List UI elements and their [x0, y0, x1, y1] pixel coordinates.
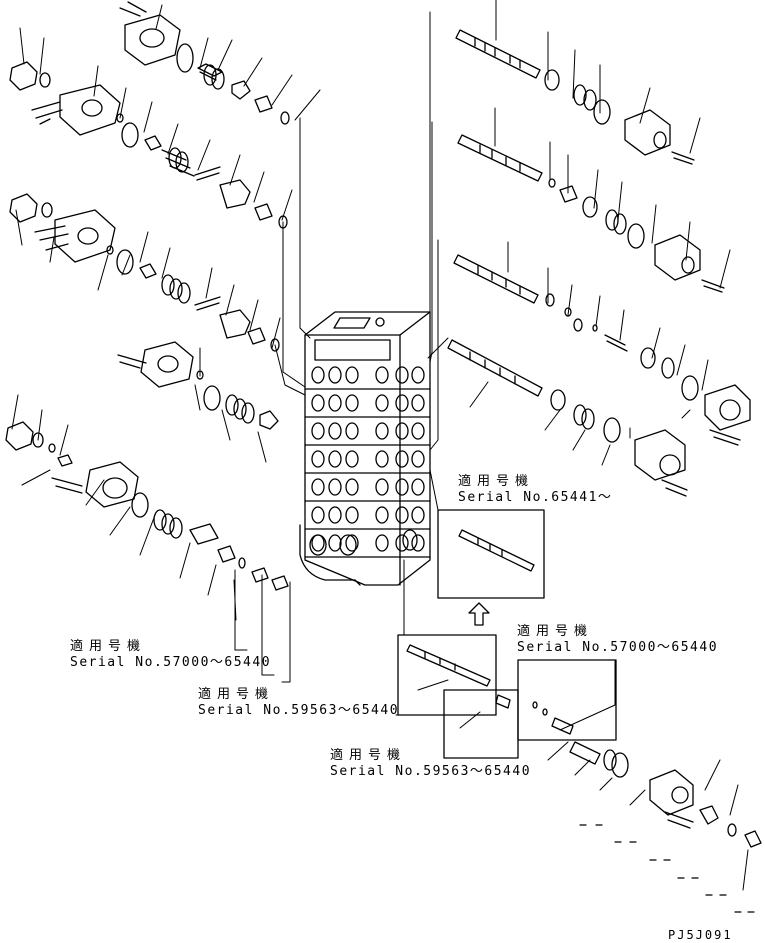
valve-port — [311, 394, 325, 412]
valve-port — [395, 450, 409, 468]
valve-port — [375, 422, 389, 440]
valve-port — [311, 506, 325, 524]
connector-lines — [234, 11, 616, 731]
valve-port — [328, 450, 342, 468]
lower-right-cover-group — [569, 741, 762, 848]
valve-port — [375, 534, 389, 552]
serial-label-57000-right: 適用号機 Serial No.57000〜65440 — [517, 624, 718, 656]
right-spool-group-4 — [447, 339, 751, 497]
serial-label-title: 適用号機 — [198, 687, 275, 702]
inset-box-serial-57000-right — [517, 659, 617, 741]
valve-port — [411, 394, 425, 412]
left-upper-cover-group — [119, 1, 290, 125]
drawing-code: PJ5J091 — [668, 928, 733, 942]
serial-label-serial: Serial No.57000〜65440 — [70, 655, 272, 670]
valve-port — [395, 478, 409, 496]
valve-port — [328, 394, 342, 412]
serial-label-59563-upper: 適用号機 Serial No.59563〜65440 — [198, 687, 399, 719]
valve-port — [345, 394, 359, 412]
valve-port — [375, 450, 389, 468]
inset-box-serial-57000 — [397, 634, 497, 716]
serial-label-57000-left: 適用号機 Serial No.57000〜65440 — [70, 639, 271, 671]
valve-port — [395, 534, 409, 552]
valve-port — [411, 450, 425, 468]
valve-port — [375, 506, 389, 524]
right-spool-group-3 — [453, 254, 699, 401]
valve-port — [395, 506, 409, 524]
serial-label-serial: Serial No.59563〜65440 — [330, 764, 532, 779]
valve-port — [345, 450, 359, 468]
valve-port — [345, 506, 359, 524]
valve-port — [411, 422, 425, 440]
valve-port — [395, 366, 409, 384]
serial-label-59563-lower: 適用号機 Serial No.59563〜65440 — [330, 748, 531, 780]
valve-port — [311, 478, 325, 496]
valve-port — [375, 366, 389, 384]
valve-port — [395, 422, 409, 440]
inset-box-serial-65441 — [437, 509, 545, 626]
serial-label-title: 適用号機 — [330, 748, 407, 763]
valve-port — [345, 422, 359, 440]
left-cover-group-3 — [9, 193, 280, 352]
serial-label-title: 適用号機 — [70, 639, 147, 654]
right-spool-group-2 — [457, 134, 725, 293]
left-cover-group-4 — [117, 341, 279, 430]
valve-port — [328, 366, 342, 384]
left-cover-group-2 — [9, 61, 288, 229]
serial-label-serial: Serial No.59563〜65440 — [198, 703, 400, 718]
valve-port — [345, 366, 359, 384]
left-lower-group — [5, 421, 289, 591]
serial-label-65441: 適用号機 Serial No.65441〜 — [458, 474, 612, 506]
valve-port — [411, 534, 425, 552]
right-spool-group-1 — [455, 29, 695, 165]
valve-port — [311, 366, 325, 384]
valve-port — [375, 478, 389, 496]
valve-port — [328, 478, 342, 496]
dash-marks — [579, 824, 755, 913]
leader-lines — [11, 0, 749, 891]
valve-port — [411, 478, 425, 496]
serial-label-serial: Serial No.65441〜 — [458, 490, 613, 505]
serial-label-title: 適用号機 — [458, 474, 535, 489]
valve-port — [375, 394, 389, 412]
serial-label-title: 適用号機 — [517, 624, 594, 639]
valve-port — [345, 534, 359, 552]
valve-port — [328, 534, 342, 552]
valve-port — [345, 478, 359, 496]
valve-port — [311, 422, 325, 440]
control-valve-body — [299, 311, 431, 586]
valve-port — [411, 366, 425, 384]
serial-label-serial: Serial No.57000〜65440 — [517, 640, 719, 655]
valve-port — [411, 506, 425, 524]
valve-port — [395, 394, 409, 412]
valve-port — [311, 450, 325, 468]
valve-port — [328, 506, 342, 524]
valve-port — [328, 422, 342, 440]
